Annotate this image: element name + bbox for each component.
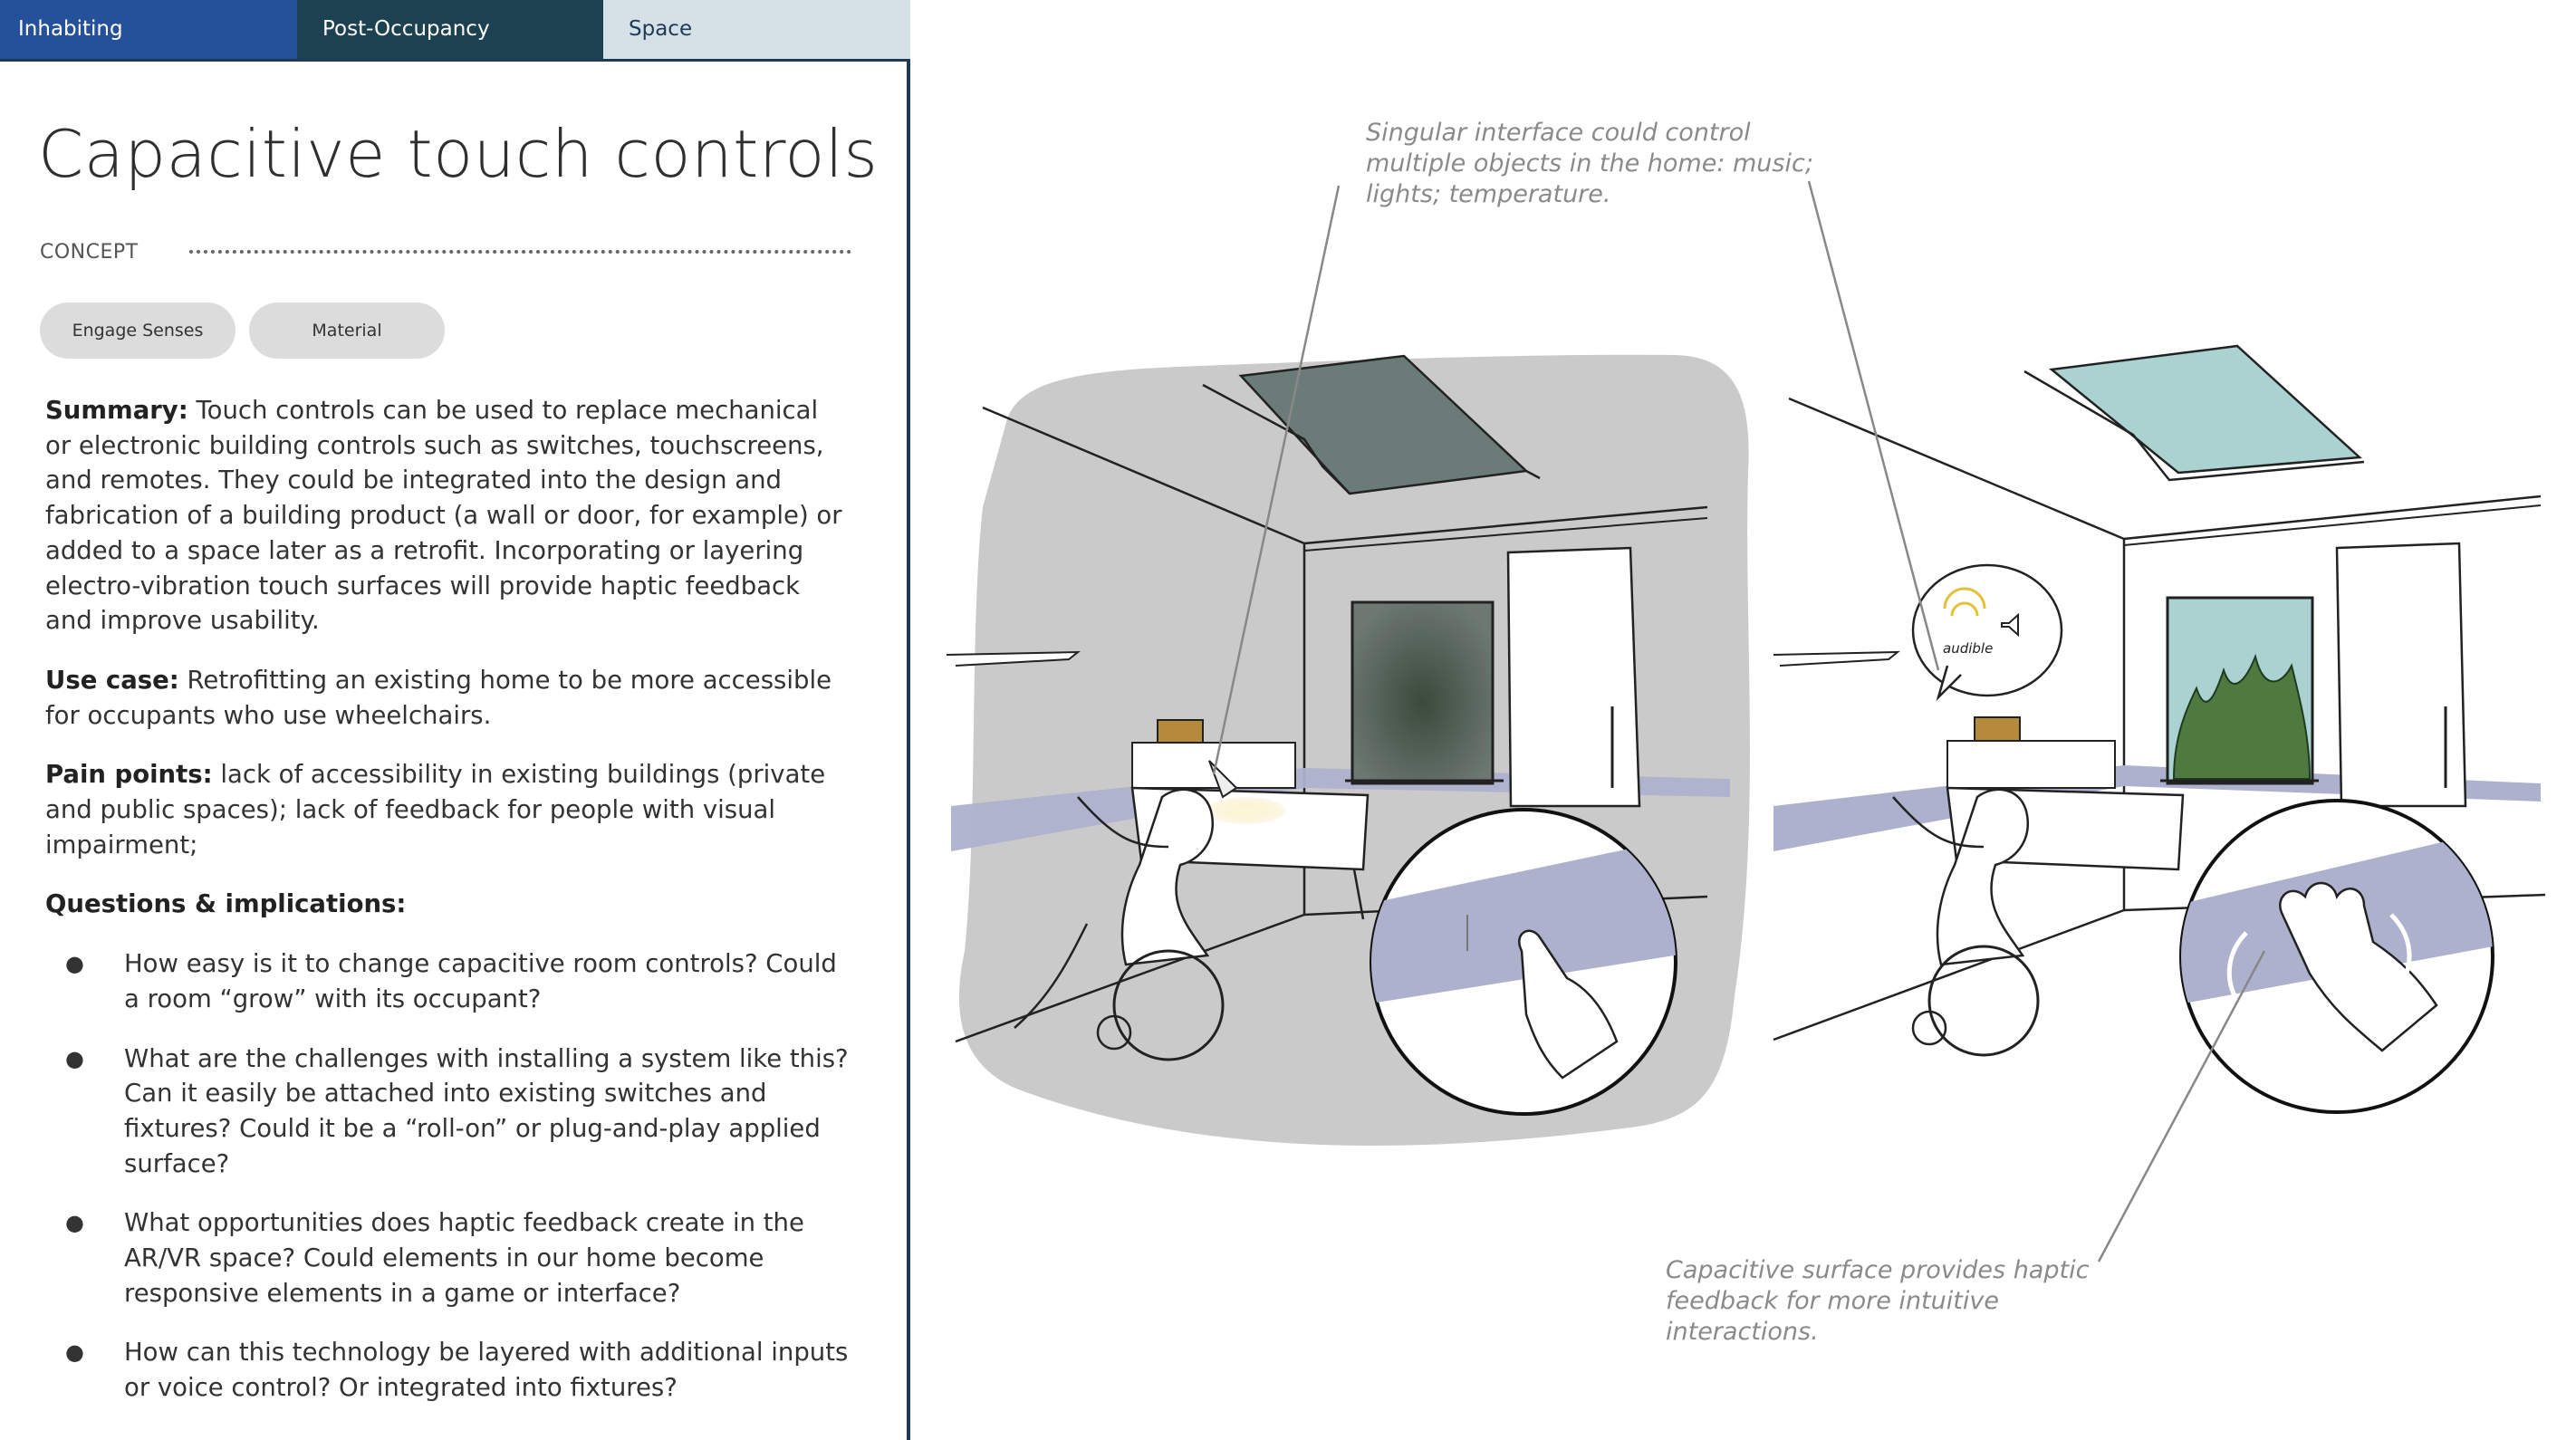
question-text: What are the challenges with installing … bbox=[124, 1043, 849, 1178]
wheelchair-wheel bbox=[1112, 949, 1225, 1061]
concept-row: CONCEPT bbox=[40, 235, 851, 272]
concept-label: CONCEPT bbox=[40, 241, 139, 264]
text-panel: Inhabiting Post-Occupancy Space Capaciti… bbox=[0, 0, 910, 1440]
desk-shelf bbox=[1946, 740, 2116, 789]
summary-label: Summary: bbox=[45, 396, 188, 425]
tab-space[interactable]: Space bbox=[603, 0, 910, 62]
tag-engage-senses[interactable]: Engage Senses bbox=[40, 302, 235, 359]
person bbox=[1120, 788, 1215, 966]
bullet: ● bbox=[65, 1339, 84, 1366]
list-item: ● What opportunities does haptic feedback… bbox=[45, 1205, 851, 1310]
questions-label: Questions & implications: bbox=[45, 889, 407, 919]
pain-points-label: Pain points: bbox=[45, 760, 213, 790]
pain-points-text: lack of accessibility in existing buildi… bbox=[45, 760, 826, 859]
bullet: ● bbox=[65, 1045, 84, 1071]
summary-paragraph: Summary: Touch controls can be used to r… bbox=[45, 393, 851, 638]
caption-singular-interface: Singular interface could control multipl… bbox=[1366, 119, 1813, 208]
tab-post-occupancy[interactable]: Post-Occupancy bbox=[297, 0, 603, 62]
wheelchair-wheel bbox=[1927, 945, 2040, 1057]
speaker-icon bbox=[2001, 612, 2019, 638]
category-tabs: Inhabiting Post-Occupancy Space bbox=[0, 0, 910, 63]
question-text: What opportunities does haptic feedback … bbox=[124, 1208, 804, 1308]
use-case-text: Retrofitting an existing home to be more… bbox=[45, 665, 832, 730]
content-body: Summary: Touch controls can be used to r… bbox=[45, 393, 851, 1430]
pain-points-paragraph: Pain points: lack of accessibility in ex… bbox=[45, 757, 851, 862]
summary-text: Touch controls can be used to replace me… bbox=[45, 396, 842, 636]
questions-heading: Questions & implications: bbox=[45, 887, 851, 922]
wifi-icon bbox=[1950, 601, 1979, 617]
door bbox=[2335, 542, 2467, 808]
tab-inhabiting[interactable]: Inhabiting bbox=[0, 0, 297, 62]
bullet: ● bbox=[65, 1210, 84, 1236]
callout-line-top-right bbox=[1807, 180, 1940, 671]
tag-material[interactable]: Material bbox=[249, 302, 445, 359]
questions-list: ● How easy is it to change capacitive roo… bbox=[45, 946, 851, 1406]
callout-line-top-left bbox=[1212, 185, 1341, 775]
question-text: How can this technology be layered with … bbox=[124, 1338, 849, 1403]
list-item: ● How easy is it to change capacitive roo… bbox=[45, 946, 851, 1016]
list-item: ● How can this technology be layered with… bbox=[45, 1335, 851, 1405]
skylight bbox=[2048, 344, 2362, 475]
door bbox=[1506, 546, 1641, 808]
plants bbox=[2172, 653, 2312, 780]
right-room-scene: audible bbox=[1773, 344, 2546, 1114]
page-title: Capacitive touch controls bbox=[38, 116, 879, 192]
callout-line-bottom bbox=[2097, 950, 2266, 1262]
caption-capacitive-surface: Capacitive surface provides haptic feedb… bbox=[1666, 1256, 2090, 1346]
dotted-divider bbox=[189, 250, 851, 254]
person bbox=[1936, 788, 2030, 966]
window bbox=[1350, 600, 1495, 785]
left-room-scene bbox=[946, 354, 1750, 1146]
speech-bubble bbox=[1911, 563, 2063, 697]
use-case-paragraph: Use case: Retrofitting an existing home … bbox=[45, 663, 851, 733]
speech-bubble-text: audible bbox=[1943, 640, 1993, 657]
question-text: How easy is it to change capacitive room… bbox=[124, 949, 837, 1013]
bullet: ● bbox=[65, 951, 84, 977]
use-case-label: Use case: bbox=[45, 665, 179, 695]
list-item: ● What are the challenges with installing… bbox=[45, 1042, 851, 1182]
